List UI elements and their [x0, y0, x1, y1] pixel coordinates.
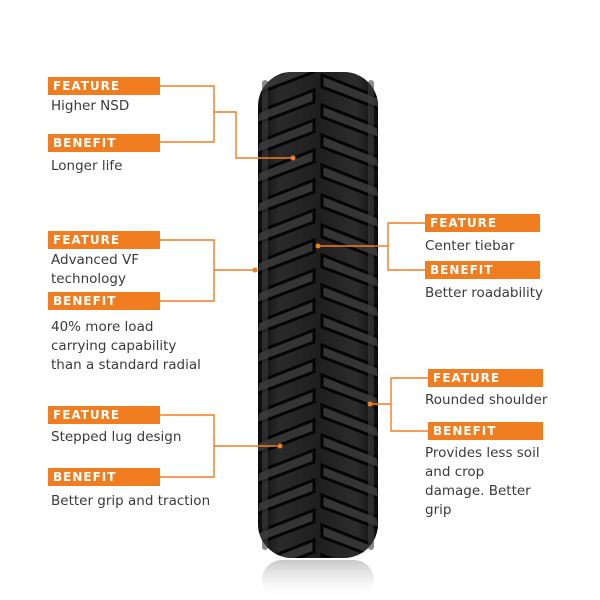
tread-lug [258, 447, 316, 487]
tread-lug [320, 492, 378, 532]
tread-lug [258, 357, 316, 397]
feature-text-1: Higher NSD [51, 98, 130, 114]
tread-lug [320, 222, 378, 262]
tread-lug [258, 297, 316, 337]
tread-lug [320, 462, 378, 502]
benefit-tag-4: BENEFIT [425, 261, 540, 279]
tread-lug [258, 207, 316, 247]
tread-lug [320, 162, 378, 202]
tread-lug [258, 177, 316, 217]
tread-lug [320, 282, 378, 322]
tread-lug [320, 72, 378, 112]
benefit-tag-1: BENEFIT [48, 134, 160, 152]
tread-lug [258, 507, 316, 547]
benefit-tag-2: BENEFIT [48, 292, 160, 310]
tread-lug [258, 477, 316, 517]
feature-tag-4: FEATURE [425, 214, 540, 232]
benefit-text-4: Better roadability [425, 285, 544, 301]
benefit-text-1: Longer life [51, 158, 123, 174]
tread-lug [258, 387, 316, 427]
tread-lug [320, 132, 378, 172]
benefit-text-5: Provides less soil and crop damage. Bett… [425, 445, 540, 518]
benefit-tag-3: BENEFIT [48, 468, 160, 486]
feature-text-5: Rounded shoulder [425, 392, 548, 408]
feature-tag-3: FEATURE [48, 406, 160, 424]
tread-lug [320, 252, 378, 292]
tread-lug [258, 147, 316, 187]
feature-text-4: Center tiebar [425, 238, 515, 254]
feature-text-3: Stepped lug design [51, 429, 182, 445]
feature-tag-2: FEATURE [48, 231, 160, 249]
tread-lug [320, 402, 378, 442]
tread-lug [320, 192, 378, 232]
benefit-tag-5: BENEFIT [428, 422, 543, 440]
tread-lug [258, 87, 316, 127]
tread-lug [258, 237, 316, 277]
tread-lug [320, 342, 378, 382]
feature-tag-1: FEATURE [48, 77, 160, 95]
tread-lug [258, 267, 316, 307]
tread-lug [258, 117, 316, 157]
feature-tag-5: FEATURE [428, 369, 543, 387]
tread-lug [320, 312, 378, 352]
tread-lug [320, 372, 378, 412]
benefit-text-3: Better grip and traction [51, 493, 211, 509]
tread-lug [258, 327, 316, 367]
feature-text-2: Advanced VF technology [51, 252, 139, 287]
tread-lug [320, 432, 378, 472]
benefit-text-2: 40% more load carrying capability than a… [51, 319, 201, 373]
tread-lug [320, 102, 378, 142]
